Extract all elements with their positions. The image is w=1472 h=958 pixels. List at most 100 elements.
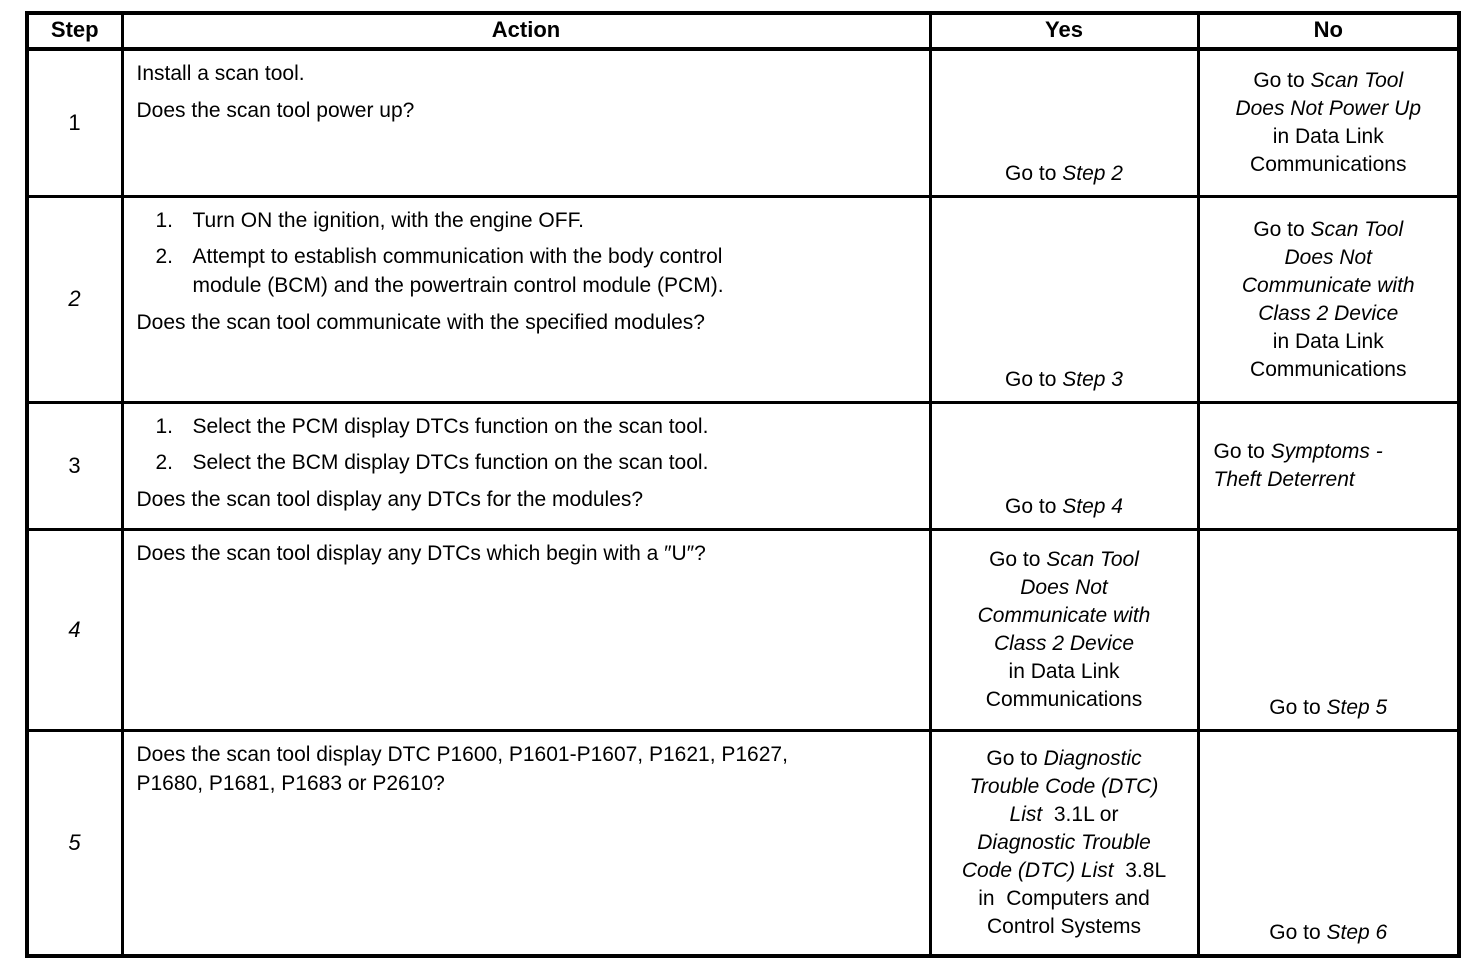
list-item-text: Turn ON the ignition, with the engine OF… xyxy=(193,206,915,235)
text-line: Control Systems xyxy=(986,915,1142,939)
text-line: Attempt to establish communication with … xyxy=(192,244,723,268)
text-line: Class 2 Device xyxy=(993,632,1135,655)
list-item-text: Select the PCM display DTCs function on … xyxy=(193,412,915,441)
text-line: Go to Symptoms - xyxy=(1213,440,1383,463)
text-line: Go to Step 4 xyxy=(1005,494,1123,518)
action-cell: Does the scan tool display DTC P1600, P1… xyxy=(120,728,932,958)
text-line: Go to Diagnostic xyxy=(986,747,1142,771)
list-item-number: 1. xyxy=(155,208,174,232)
step-number: 1 xyxy=(25,47,124,198)
text-line: Does the scan tool communicate with the … xyxy=(136,310,705,334)
text-line: in Data Link xyxy=(1008,660,1120,683)
action-cell: 1. Turn ON the ignition, with the engine… xyxy=(120,194,932,404)
text-line: Go to Step 2 xyxy=(1005,161,1123,185)
list-item-number: 1. xyxy=(155,414,174,438)
list-item-text: Select the BCM display DTCs function on … xyxy=(193,448,915,477)
action-question: Does the scan tool communicate with the … xyxy=(137,308,915,337)
text-line: Code (DTC) List 3.8L xyxy=(961,859,1167,883)
text-line: Does Not Power Up xyxy=(1235,97,1422,121)
text-line: Does the scan tool display DTC P1600, P1… xyxy=(136,742,788,766)
action-cell: Does the scan tool display any DTCs whic… xyxy=(120,527,932,732)
text-line: Go to Scan Tool xyxy=(1253,217,1404,241)
text-line: Trouble Code (DTC) xyxy=(969,775,1159,799)
text-line: Turn ON the ignition, with the engine OF… xyxy=(192,208,584,232)
text-line: Communications xyxy=(1250,357,1407,381)
text-line: Install a scan tool. xyxy=(136,62,305,85)
action-list-item: 2. Select the BCM display DTCs function … xyxy=(137,448,915,477)
column-header-action: Action xyxy=(120,11,932,51)
action-question: Does the scan tool power up? xyxy=(137,96,915,125)
table-row-step-3: 3 1. Select the PCM display DTCs functio… xyxy=(25,400,1461,531)
yes-cell: Go to Step 4 xyxy=(928,400,1200,531)
no-directive: Go to Symptoms - Theft Deterrent xyxy=(1214,438,1450,494)
text-line: Communicate with xyxy=(1241,273,1415,297)
no-directive: Go to Step 6 xyxy=(1204,919,1454,947)
text-line: Communications xyxy=(1250,153,1407,177)
step-number: 5 xyxy=(25,728,124,958)
text-line: Go to Step 5 xyxy=(1269,695,1388,719)
column-header-yes: Yes xyxy=(928,11,1200,51)
no-directive: Go to Step 5 xyxy=(1204,694,1454,722)
yes-directive: Go to Step 4 xyxy=(936,493,1193,521)
header-row: Step Action Yes No xyxy=(25,11,1461,51)
text-line: Select the BCM display DTCs function on … xyxy=(192,450,709,474)
text-line: in Data Link xyxy=(1272,329,1384,353)
text-line: Select the PCM display DTCs function on … xyxy=(192,414,709,438)
no-cell: Go to Symptoms - Theft Deterrent xyxy=(1196,400,1461,531)
text-line: Theft Deterrent xyxy=(1213,468,1355,491)
text-line: Does Not xyxy=(1284,245,1373,269)
yes-directive: Go to Step 2 xyxy=(936,160,1193,188)
yes-cell: Go to Step 2 xyxy=(928,47,1200,198)
action-list-item: 2. Attempt to establish communication wi… xyxy=(137,242,915,300)
yes-cell: Go to Step 3 xyxy=(928,194,1200,404)
column-header-step: Step xyxy=(25,11,124,51)
table-row-step-5: 5 Does the scan tool display DTC P1600, … xyxy=(25,728,1461,958)
column-header-no: No xyxy=(1196,11,1461,51)
step-number: 3 xyxy=(25,400,124,531)
table-header: Step Action Yes No xyxy=(25,11,1461,51)
text-line: Go to Step 6 xyxy=(1269,921,1388,944)
action-cell: 1. Select the PCM display DTCs function … xyxy=(120,400,932,531)
text-line: List 3.1L or xyxy=(1009,803,1119,827)
diagnostic-table: Step Action Yes No 1 Install a scan tool… xyxy=(25,11,1461,958)
text-line: Class 2 Device xyxy=(1258,301,1399,325)
text-line: Diagnostic Trouble xyxy=(977,831,1151,855)
table-row-step-4: 4 Does the scan tool display any DTCs wh… xyxy=(25,527,1461,732)
table-row-step-2: 2 1. Turn ON the ignition, with the engi… xyxy=(25,194,1461,404)
list-item-number: 2. xyxy=(155,450,174,474)
text-line: Go to Step 3 xyxy=(1005,367,1123,391)
action-list-item: 1. Turn ON the ignition, with the engine… xyxy=(137,206,915,235)
text-line: Does the scan tool display any DTCs whic… xyxy=(136,541,706,565)
action-cell: Install a scan tool. Does the scan tool … xyxy=(120,47,932,198)
text-line: in Computers and xyxy=(978,887,1150,911)
text-line: Does Not xyxy=(1020,576,1108,599)
text-line: in Data Link xyxy=(1272,125,1384,149)
list-item-number: 2. xyxy=(155,244,174,268)
action-list-item: 1. Select the PCM display DTCs function … xyxy=(137,412,915,441)
text-line: Communicate with xyxy=(977,604,1151,627)
text-line: P1680, P1681, P1683 or P2610? xyxy=(136,771,445,795)
action-statement: Install a scan tool. xyxy=(137,59,915,88)
text-line: Communications xyxy=(985,688,1143,711)
action-question: Does the scan tool display DTC P1600, P1… xyxy=(137,740,915,798)
table-row-step-1: 1 Install a scan tool. Does the scan too… xyxy=(25,47,1461,198)
no-cell: Go to Step 5 xyxy=(1196,527,1461,732)
action-question: Does the scan tool display any DTCs for … xyxy=(137,485,915,514)
text-line: module (BCM) and the powertrain control … xyxy=(192,273,724,297)
step-number: 2 xyxy=(25,194,124,404)
text-line: Go to Scan Tool xyxy=(1253,69,1404,93)
no-cell: Go to Step 6 xyxy=(1196,728,1461,958)
step-number: 4 xyxy=(25,527,124,732)
yes-directive: Go to Step 3 xyxy=(936,366,1193,394)
list-item-text: Attempt to establish communication with … xyxy=(193,242,915,300)
text-line: Go to Scan Tool xyxy=(989,548,1139,571)
action-question: Does the scan tool display any DTCs whic… xyxy=(137,539,915,568)
